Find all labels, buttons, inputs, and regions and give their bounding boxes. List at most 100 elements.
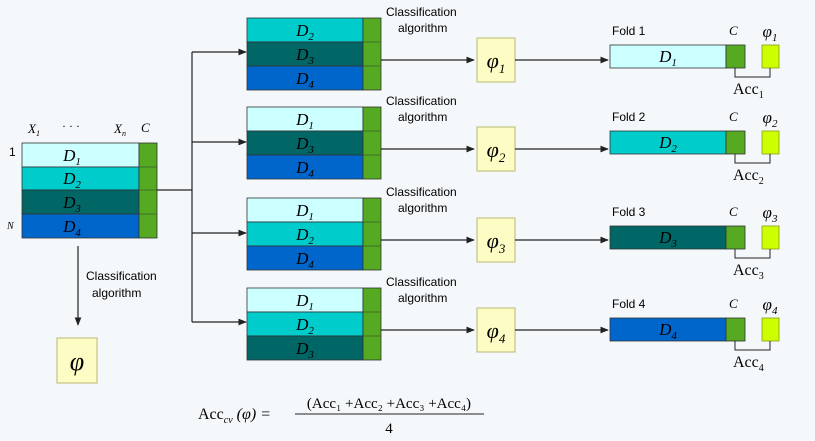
fold-4-compare-bracket <box>734 341 771 351</box>
partition-d1 <box>21 142 140 168</box>
fold-1-label: Fold 1 <box>612 24 646 38</box>
model-2-box <box>476 126 516 172</box>
fold-1-partition-label: D1 <box>658 47 677 69</box>
training-1-partition-label: D3 <box>295 45 314 67</box>
fold-2-partition-label: D2 <box>658 133 677 155</box>
fold-3-partition-label: D3 <box>658 228 677 250</box>
partition-d3 <box>21 189 140 215</box>
fold-3-class-label: C <box>729 204 738 219</box>
training-2-algorithm-label-line2: algorithm <box>398 110 447 124</box>
fold-4-class-label: C <box>729 296 738 311</box>
partition-d4 <box>21 213 140 239</box>
row-last-label: N <box>6 221 15 232</box>
fold-2-prediction-cell <box>761 130 780 155</box>
training-sets: D2D3D4Classificationalgorithmφ1D1D3D4Cla… <box>246 5 609 361</box>
training-2-partition-label: D1 <box>295 110 314 132</box>
training-1-algorithm-label-line2: algorithm <box>398 21 447 35</box>
fold-2-phi-label: φ2 <box>763 108 778 130</box>
training-4-partition-label: D3 <box>295 339 314 361</box>
class-column-label: C <box>141 120 150 135</box>
formula-denominator: 4 <box>385 421 393 437</box>
cv-accuracy-formula: Acccv(φ) = (Acc₁ +Acc₂ +Acc₃ +Acc₄) 4 <box>198 396 484 437</box>
full-algorithm-label-line2: algorithm <box>92 286 141 300</box>
fold-2-accuracy: Acc2 <box>733 167 764 187</box>
fold-2-class-cell <box>725 130 746 155</box>
training-2-partition-d3 <box>246 130 364 156</box>
training-4-partition-d2 <box>246 311 364 337</box>
fold-3-phi-label: φ3 <box>763 203 778 225</box>
training-3-algorithm-label-line2: algorithm <box>398 201 447 215</box>
fold-3-compare-bracket <box>734 249 771 259</box>
training-1-partition-label: D4 <box>295 69 314 91</box>
fold-2-label: Fold 2 <box>612 110 646 124</box>
partition-d2-label: D2 <box>62 169 81 191</box>
model-1-phi: φ1 <box>487 48 506 76</box>
fold-4-partition-label: D4 <box>658 320 677 342</box>
formula-numerator: (Acc₁ +Acc₂ +Acc₃ +Acc₄) <box>307 396 471 412</box>
model-1-box <box>476 37 516 83</box>
fold-4-phi-label: φ4 <box>763 295 778 317</box>
training-4-algorithm-label-line2: algorithm <box>398 291 447 305</box>
fold-4-accuracy: Acc4 <box>733 354 764 374</box>
formula-lhs: Acccv(φ) = <box>198 406 271 426</box>
class-column <box>138 142 158 239</box>
fold-1-class-label: C <box>729 23 738 38</box>
training-3-partition-label: D1 <box>295 201 314 223</box>
training-2-partition-label: D3 <box>295 134 314 156</box>
training-3-partition-d4 <box>246 245 364 271</box>
training-2-class-column <box>362 106 382 180</box>
training-1-class-column <box>362 17 382 91</box>
training-1-partition-d2 <box>246 17 364 43</box>
model-4-phi: φ4 <box>487 318 506 346</box>
full-algorithm-label-line1: Classification <box>86 269 157 283</box>
partition-d4-label: D4 <box>62 217 81 239</box>
fold-1-phi-label: φ1 <box>763 22 778 44</box>
training-4-partition-label: D2 <box>295 315 314 337</box>
training-1-partition-d3 <box>246 41 364 67</box>
feature-dots: · · · <box>62 119 80 133</box>
fold-3-class-cell <box>725 225 746 250</box>
training-1-partition-d4 <box>246 65 364 91</box>
training-2-partition-d4 <box>246 154 364 180</box>
fold-3-accuracy: Acc3 <box>733 262 764 282</box>
training-1-algorithm-label-line1: Classification <box>386 5 457 19</box>
training-2-partition-label: D4 <box>295 158 314 180</box>
fold-4-prediction-cell <box>761 317 780 342</box>
training-3-algorithm-label-line1: Classification <box>386 185 457 199</box>
training-2-partition-d1 <box>246 106 364 132</box>
training-1-partition-label: D2 <box>295 21 314 43</box>
full-model-phi: φ <box>70 347 84 376</box>
fold-1-accuracy: Acc1 <box>733 81 764 101</box>
fold-2-class-label: C <box>729 109 738 124</box>
training-3-class-column <box>362 197 382 271</box>
fold-1-prediction-cell <box>761 44 780 69</box>
training-4-partition-d1 <box>246 287 364 313</box>
fold-1-compare-bracket <box>734 68 771 78</box>
branch-connectors <box>157 48 247 326</box>
training-3-partition-label: D4 <box>295 249 314 271</box>
row-first-label: 1 <box>9 145 16 159</box>
feature-first-label: X1 <box>27 121 40 138</box>
model-4-box <box>476 307 516 353</box>
partition-d1-label: D1 <box>62 146 81 168</box>
model-3-phi: φ3 <box>487 228 506 256</box>
feature-last-label: Xn <box>113 121 126 138</box>
fold-4-label: Fold 4 <box>612 297 646 311</box>
fold-3-prediction-cell <box>761 225 780 250</box>
full-model-box <box>56 337 98 384</box>
training-3-partition-d2 <box>246 221 364 247</box>
training-4-algorithm-label-line1: Classification <box>386 275 457 289</box>
fold-2-compare-bracket <box>734 154 771 164</box>
training-4-partition-label: D1 <box>295 291 314 313</box>
training-4-class-column <box>362 287 382 361</box>
model-2-phi: φ2 <box>487 137 506 165</box>
